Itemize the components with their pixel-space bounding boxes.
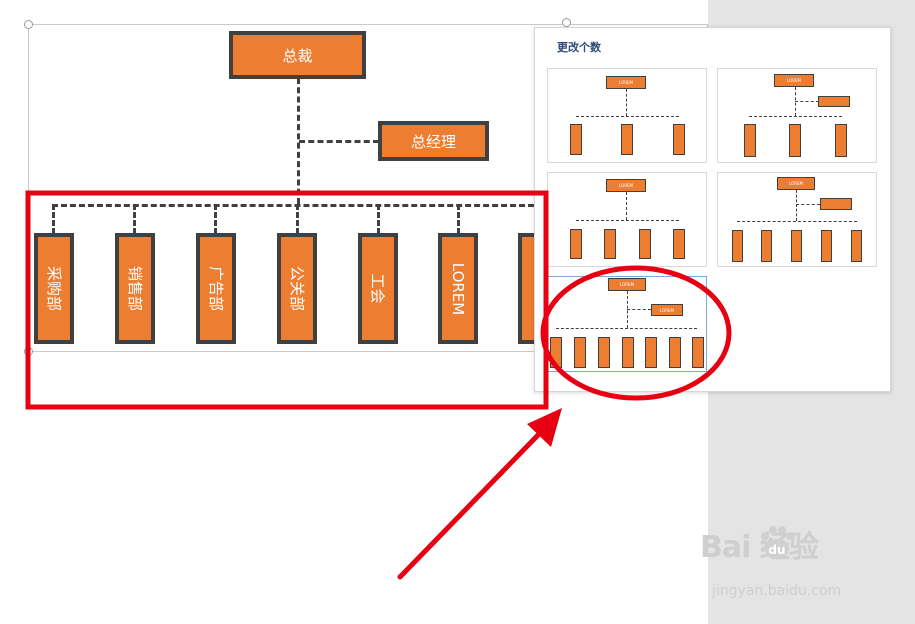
thumb-5-child-4 xyxy=(622,337,634,368)
thumb-2-assistant xyxy=(818,96,850,107)
connector-dept-1 xyxy=(52,204,55,234)
annotation-highlight-box xyxy=(25,190,549,410)
node-assistant[interactable]: 总经理 xyxy=(378,121,489,161)
baidu-watermark: Bai 经验 xyxy=(700,522,819,566)
connector-top xyxy=(297,78,300,204)
thumb-1-child-1 xyxy=(570,124,582,155)
connector-department-bar xyxy=(52,204,534,207)
node-top[interactable]: 总裁 xyxy=(229,31,366,79)
thumb-2-child-3 xyxy=(835,124,847,157)
thumb-3-child-2 xyxy=(604,229,616,259)
node-department-1[interactable]: 采购部 xyxy=(34,233,74,344)
connector-assistant xyxy=(299,140,379,143)
thumb-3-child-4 xyxy=(673,229,685,259)
thumb-4-child-4 xyxy=(821,230,832,262)
thumb-5-assistant-label: LOREM xyxy=(660,307,674,313)
annotation-arrow-head xyxy=(527,408,562,447)
thumb-5-assistant: LOREM xyxy=(651,304,683,316)
node-top-label: 总裁 xyxy=(282,46,313,65)
thumb-2-child-2 xyxy=(789,124,801,157)
connector-dept-4 xyxy=(296,204,299,234)
annotation-arrow-shaft xyxy=(397,430,543,580)
svg-text:du: du xyxy=(768,543,785,557)
thumb-3-bar xyxy=(576,220,679,221)
thumb-4-child-2 xyxy=(761,230,772,262)
thumb-3-top: LOREM xyxy=(606,179,646,192)
thumb-5-child-3 xyxy=(598,337,610,368)
thumb-5-assist-line xyxy=(627,309,651,310)
thumb-1-top-label: LOREM xyxy=(619,80,633,85)
thumb-3-line xyxy=(626,192,627,220)
node-department-4[interactable]: 公关部 xyxy=(277,233,317,344)
thumb-2-top: LOREM xyxy=(774,74,814,87)
watermark-url: jingyan.baidu.com xyxy=(712,583,842,599)
thumb-5-bar xyxy=(556,328,697,329)
watermark-brand: Bai 经验 xyxy=(700,530,819,565)
thumb-2-child-1 xyxy=(744,124,756,157)
thumb-4-line xyxy=(796,190,797,221)
thumb-3-top-label: LOREM xyxy=(619,183,633,188)
thumb-2-bar xyxy=(749,116,842,117)
thumb-4-bar xyxy=(737,221,857,222)
thumb-4-child-5 xyxy=(851,230,862,262)
thumb-4-assistant xyxy=(820,198,852,210)
annotation-highlight-ellipse xyxy=(540,265,732,401)
thumb-1-child-2 xyxy=(621,124,633,155)
thumb-2-top-label: LOREM xyxy=(787,78,801,83)
node-assistant-label: 总经理 xyxy=(410,132,456,151)
thumb-4-child-3 xyxy=(791,230,802,262)
thumb-3-child-1 xyxy=(570,229,582,259)
thumb-5-child-7 xyxy=(692,337,704,368)
connector-dept-3 xyxy=(214,204,217,234)
thumb-4-assist-line xyxy=(796,204,820,205)
resize-handle-top-left[interactable] xyxy=(24,20,33,29)
thumb-5-child-6 xyxy=(669,337,681,368)
thumb-4-top-label: LOREM xyxy=(789,181,803,186)
panel-title: 更改个数 xyxy=(557,41,601,54)
thumb-5-top-label: LOREM xyxy=(620,282,634,287)
thumb-1-top: LOREM xyxy=(606,76,646,89)
thumb-5-top: LOREM xyxy=(608,278,646,291)
thumb-4-child-1 xyxy=(732,230,743,262)
node-department-6[interactable]: LOREM xyxy=(438,233,478,344)
thumb-1-bar xyxy=(576,116,679,117)
node-department-5[interactable]: 工会 xyxy=(358,233,398,344)
thumb-4-top: LOREM xyxy=(777,177,815,190)
thumb-5-child-2 xyxy=(574,337,586,368)
node-department-3[interactable]: 广告部 xyxy=(196,233,236,344)
thumb-2-assist-line xyxy=(795,101,819,102)
connector-dept-5 xyxy=(377,204,380,234)
node-department-2[interactable]: 销售部 xyxy=(115,233,155,344)
thumb-1-child-3 xyxy=(673,124,685,155)
thumb-3-child-3 xyxy=(639,229,651,259)
thumb-5-child-5 xyxy=(645,337,657,368)
connector-dept-2 xyxy=(133,204,136,234)
resize-handle-top-right[interactable] xyxy=(562,18,571,27)
thumb-1-line xyxy=(626,89,627,116)
connector-dept-6 xyxy=(457,204,460,234)
paw-icon: du xyxy=(761,526,794,559)
